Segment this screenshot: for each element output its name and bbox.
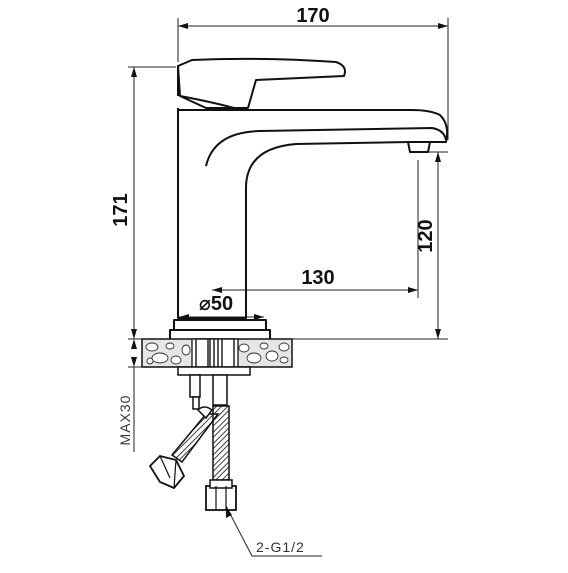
- lever-handle: [177, 57, 346, 109]
- hex-nut-right: [205, 485, 237, 511]
- dim-height-total: 171: [110, 193, 132, 226]
- countertop-section: [141, 338, 293, 410]
- base-ring: [173, 319, 267, 331]
- dim-base-diameter: ⌀50: [199, 293, 233, 315]
- dim-connection: 2-G1/2: [256, 539, 305, 555]
- braided-hoses: [148, 405, 237, 511]
- faucet-body: [169, 57, 449, 341]
- dim-spout-height: 120: [415, 219, 437, 252]
- spout-outlet: [407, 141, 431, 153]
- dim-width-total: 170: [296, 5, 329, 27]
- faucet-main-body: [177, 108, 449, 319]
- hose-right: [212, 405, 230, 481]
- dimension-lines: [128, 18, 449, 452]
- dim-spout-reach: 130: [301, 267, 334, 289]
- hose-left: [170, 413, 220, 464]
- dim-max-thickness: MAX30: [117, 395, 133, 446]
